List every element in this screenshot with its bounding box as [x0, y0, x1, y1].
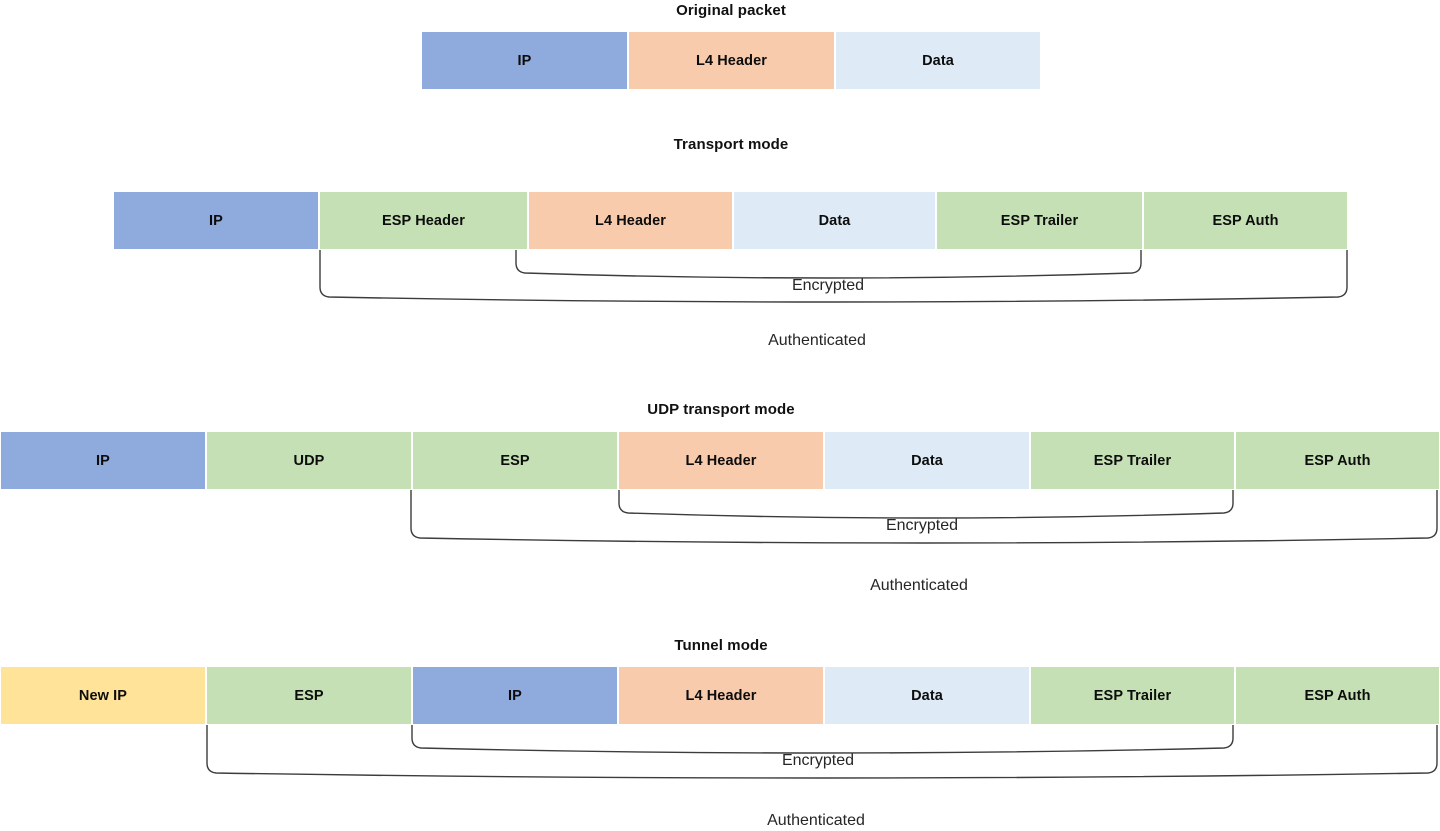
packet-field: IP: [113, 191, 319, 250]
bracket-label-authenticated-tunnel-mode: Authenticated: [767, 812, 865, 829]
section-title-original-packet: Original packet: [676, 2, 786, 19]
packet-field: IP: [0, 431, 206, 490]
packet-field: Data: [835, 31, 1041, 90]
packet-field: L4 Header: [618, 666, 824, 725]
packet-field: ESP Auth: [1143, 191, 1348, 250]
packet-field: ESP Auth: [1235, 666, 1440, 725]
packet-field: ESP: [412, 431, 618, 490]
packet-field: ESP Auth: [1235, 431, 1440, 490]
bracket-path: [515, 250, 1142, 279]
bracket-label-authenticated-udp-transport-mode: Authenticated: [870, 577, 968, 594]
bracket-label-encrypted-udp-transport-mode: Encrypted: [885, 517, 959, 534]
packet-field: Data: [824, 666, 1030, 725]
packet-field: L4 Header: [618, 431, 824, 490]
packet-field: New IP: [0, 666, 206, 725]
bracket-path: [618, 490, 1234, 519]
packet-field: ESP Trailer: [1030, 666, 1235, 725]
packet-field: ESP Trailer: [1030, 431, 1235, 490]
packet-field: IP: [421, 31, 628, 90]
packet-field: L4 Header: [528, 191, 733, 250]
bracket-label-authenticated-transport-mode: Authenticated: [768, 332, 866, 349]
packet-field: ESP Header: [319, 191, 528, 250]
section-title-udp-transport-mode: UDP transport mode: [647, 401, 795, 418]
packet-field: ESP Trailer: [936, 191, 1143, 250]
section-title-tunnel-mode: Tunnel mode: [674, 637, 768, 654]
packet-field: Data: [733, 191, 936, 250]
bracket-path: [411, 725, 1234, 754]
packet-field: ESP: [206, 666, 412, 725]
packet-field: UDP: [206, 431, 412, 490]
packet-field: L4 Header: [628, 31, 835, 90]
section-title-transport-mode: Transport mode: [673, 136, 789, 153]
packet-field: Data: [824, 431, 1030, 490]
bracket-label-encrypted-transport-mode: Encrypted: [791, 277, 865, 294]
packet-field: IP: [412, 666, 618, 725]
bracket-label-encrypted-tunnel-mode: Encrypted: [781, 752, 855, 769]
